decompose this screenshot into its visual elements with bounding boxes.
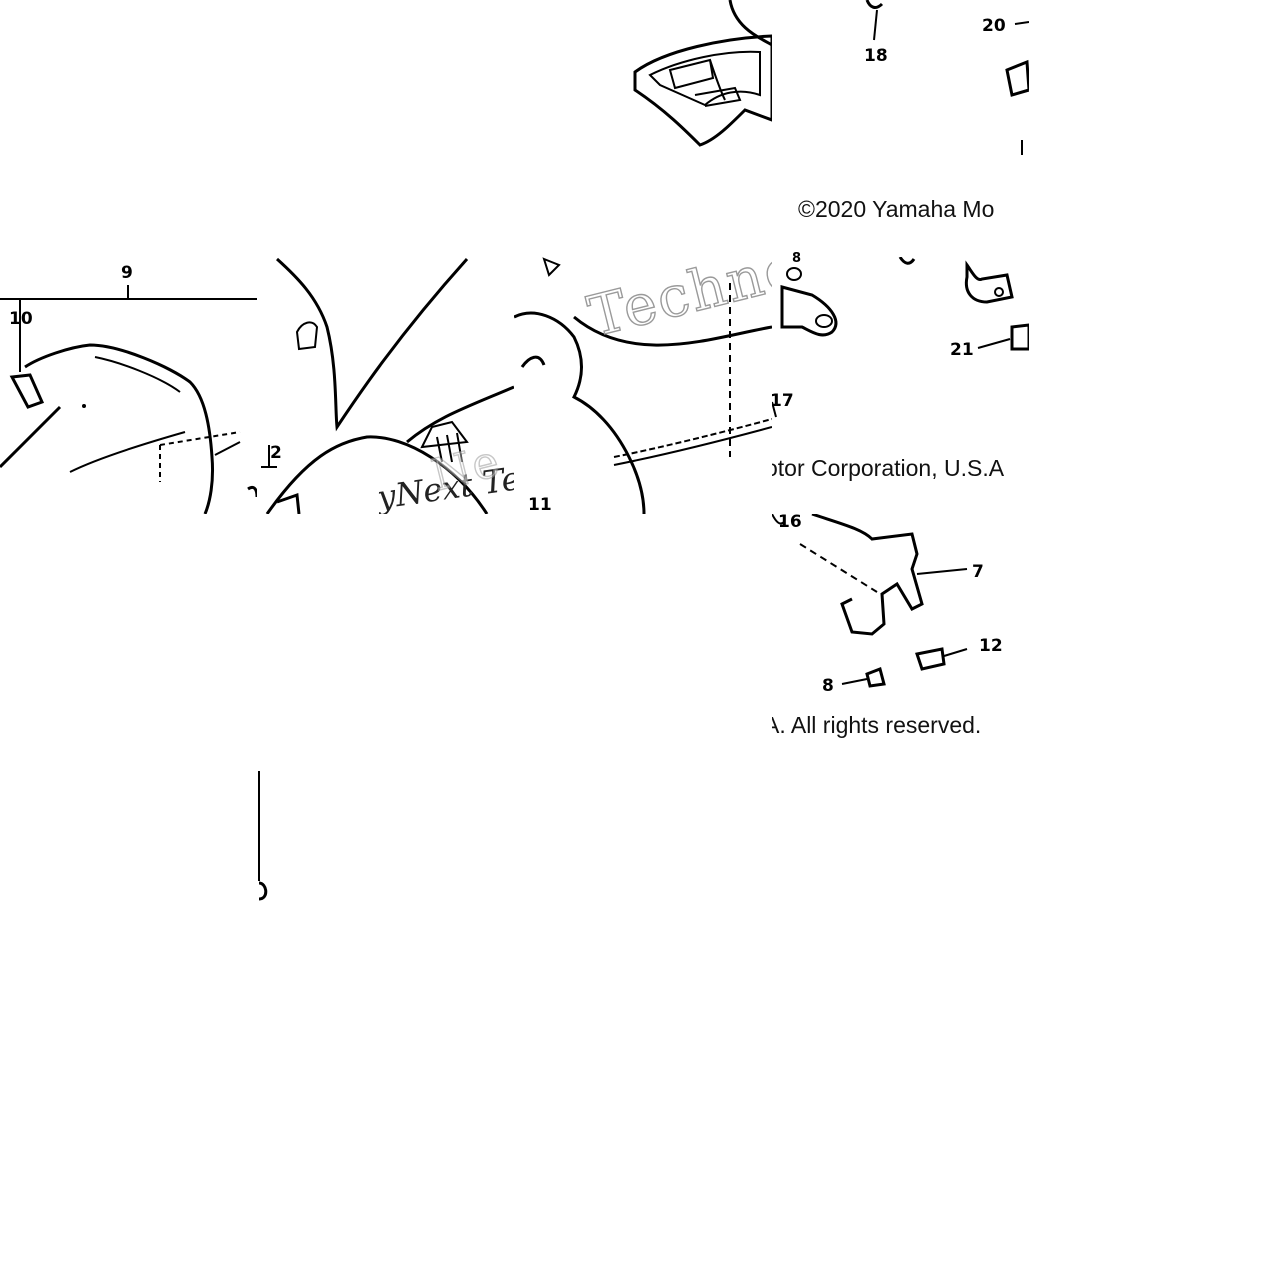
callout-2: 2 — [270, 443, 282, 463]
copyright-line-2: otor Corporation, U.S.A — [772, 455, 1005, 481]
callout-7: 7 — [972, 562, 984, 582]
callout-8b: 8 — [822, 676, 834, 696]
bracket-mid-drawing — [772, 257, 1029, 418]
tile-cover: 2 yNext Te Ne — [257, 257, 514, 514]
tile-bracket-mid: 19 21 17 otor Corporation, U.S.A — [772, 257, 1029, 514]
cover-drawing — [261, 257, 514, 514]
callout-17: 17 — [772, 391, 794, 411]
callout-8a: 8 — [792, 251, 802, 266]
seat-tail-drawing — [633, 0, 772, 147]
callout-11: 11 — [528, 495, 552, 514]
tile-bracket-top: 18 20 ©2020 Yamaha Mo — [772, 0, 1029, 257]
tile-seat-front: 9 10 — [0, 257, 257, 514]
callout-12: 12 — [979, 636, 1003, 656]
tile-bracket-low: 16 7 12 8 A. All rights reserved. — [772, 514, 1029, 771]
tile-stub — [257, 771, 277, 901]
tile-seat-tail — [515, 0, 772, 257]
bracket-top-drawing — [865, 0, 1029, 155]
seat-front-drawing — [0, 285, 257, 514]
copyright-line-3: A. All rights reserved. — [772, 712, 982, 738]
callout-9: 9 — [121, 263, 133, 283]
callout-20: 20 — [982, 16, 1006, 36]
stub-drawing — [258, 771, 268, 901]
callout-16: 16 — [778, 514, 802, 532]
callout-10: 10 — [9, 309, 33, 329]
callout-21: 21 — [950, 340, 974, 360]
tile-seat-body: Techno 11 — [514, 257, 772, 514]
bracket-low-drawing — [772, 514, 968, 688]
copyright-line-1: ©2020 Yamaha Mo — [798, 196, 995, 222]
seat-body-drawing — [514, 257, 772, 514]
callout-18: 18 — [864, 46, 888, 66]
